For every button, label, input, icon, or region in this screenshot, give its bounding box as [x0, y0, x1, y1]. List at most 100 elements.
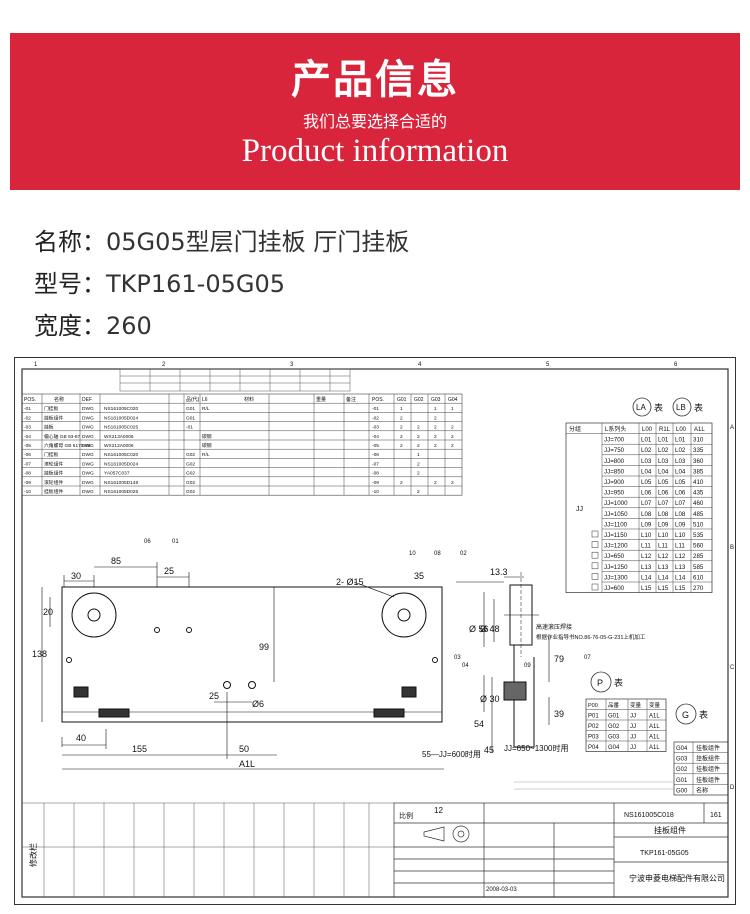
parts-cell: DWG	[82, 461, 94, 467]
parts-cell: NS161005D024	[104, 415, 138, 421]
parts-cell: -06	[372, 452, 379, 458]
g-cell: G02	[676, 767, 688, 773]
parts-cell: 偏心轴 GB 93-87	[44, 433, 81, 440]
p-cell: JJ	[630, 714, 636, 720]
la-cell: L02	[641, 447, 652, 454]
p-header-cell: P00	[588, 703, 598, 709]
la-cell: L04	[675, 468, 686, 475]
grid-marker-top: 1	[34, 362, 38, 368]
la-cell: JJ=1150	[604, 532, 628, 539]
parts-header-cell: 材料	[244, 396, 254, 403]
parts-cell: 1	[451, 406, 454, 412]
parts-cell: 2	[400, 415, 403, 421]
la-cell: L13	[658, 564, 669, 571]
dim-jj-650-1300: JJ=650~1300时用	[504, 743, 569, 753]
dim-138: 138	[32, 649, 47, 659]
parts-header-cell: DEF	[82, 397, 92, 403]
la-cell: 335	[693, 447, 704, 454]
parts-cell: NS161005C020	[104, 452, 138, 458]
la-cell: 410	[693, 479, 704, 486]
banner-title-en: Product information	[241, 133, 509, 169]
parts-cell: DWG	[82, 415, 94, 421]
parts-cell: DWG	[82, 434, 94, 440]
la-cell: L04	[641, 468, 652, 475]
parts-cell: 2	[417, 434, 420, 440]
parts-cell: -03	[372, 425, 379, 431]
parts-cell: WX213A0006	[104, 434, 134, 440]
parts-cell: 2	[451, 480, 454, 486]
drawing-date: 2008-03-03	[486, 887, 517, 893]
drawing-name: 挂板组件	[654, 825, 686, 835]
la-cell: L05	[658, 479, 669, 486]
roller-left	[71, 592, 117, 638]
lb-circle	[672, 397, 692, 417]
dim-56: Ø 56	[469, 624, 489, 634]
la-header-cell: L00	[676, 427, 687, 433]
dim-45: 45	[484, 745, 494, 755]
parts-cell: DWG	[82, 443, 94, 449]
p-table-frame	[585, 698, 667, 752]
la-checkbox	[591, 573, 599, 580]
parts-cell: -02	[372, 415, 379, 421]
parts-cell: -08	[24, 471, 31, 477]
hanger-plate-outline	[61, 586, 443, 723]
p-header-cell: 品番	[608, 702, 620, 709]
la-checkbox	[591, 562, 599, 570]
la-cell: L14	[658, 574, 669, 581]
p-cell: A1L	[649, 724, 660, 730]
g-cell: 挂板组件	[696, 744, 720, 752]
la-cell: L09	[658, 521, 669, 528]
dim-85: 85	[111, 556, 121, 566]
la-cell: L08	[641, 511, 652, 518]
la-cell: JJ=750	[604, 447, 625, 454]
parts-header-cell: POS.	[24, 397, 36, 403]
la-label: LA	[636, 403, 646, 412]
p-cell: G03	[608, 735, 620, 741]
grid-marker-side: D	[730, 785, 735, 791]
dim-30: 30	[71, 571, 81, 581]
callout-label: 09	[524, 663, 531, 669]
dim-2-15: 2- Ø15	[336, 577, 364, 587]
p-cell: G02	[608, 724, 620, 730]
parts-cell: DWG	[82, 452, 94, 458]
la-cell: L03	[675, 458, 686, 465]
parts-cell: -09	[24, 480, 31, 486]
la-cell: L11	[675, 543, 685, 550]
parts-cell: 2	[400, 434, 403, 440]
callout-label: 02	[460, 551, 467, 557]
callout-label: 07	[584, 655, 591, 661]
la-cell: 560	[693, 543, 704, 550]
la-header-cell: R1L	[659, 427, 671, 433]
g-table-word: 表	[699, 709, 708, 720]
parts-header-cell: POS.	[372, 397, 384, 403]
p-label: P	[597, 678, 603, 688]
la-table-word: 表	[654, 402, 663, 413]
parts-cell: 2	[451, 434, 454, 440]
parts-cell: 2	[400, 443, 403, 449]
callout-label: 10	[409, 551, 416, 557]
g-cell: G04	[676, 746, 688, 752]
drawing-outer-frame	[14, 357, 736, 905]
p-cell: A1L	[649, 735, 660, 741]
g-cell: G01	[676, 778, 688, 784]
la-header-cell: 分组	[569, 425, 581, 433]
la-cell: L08	[675, 511, 686, 518]
la-cell: L10	[658, 532, 669, 539]
la-cell: L11	[641, 543, 651, 550]
parts-cell: 2	[400, 480, 403, 486]
parts-header-cell: G04	[448, 397, 458, 403]
la-cell: L12	[675, 553, 686, 560]
parts-cell: G01	[186, 406, 195, 412]
grid-marker-side: B	[730, 545, 734, 551]
parts-cell: R/L	[202, 452, 210, 458]
la-checkbox	[591, 583, 599, 591]
dim-25b: 25	[209, 691, 219, 701]
spec-model-row: 型号：TKP161-05G05	[34, 264, 285, 299]
dim-40: 40	[76, 733, 86, 743]
p-cell: A1L	[649, 714, 660, 720]
parts-cell: G02	[186, 489, 195, 495]
